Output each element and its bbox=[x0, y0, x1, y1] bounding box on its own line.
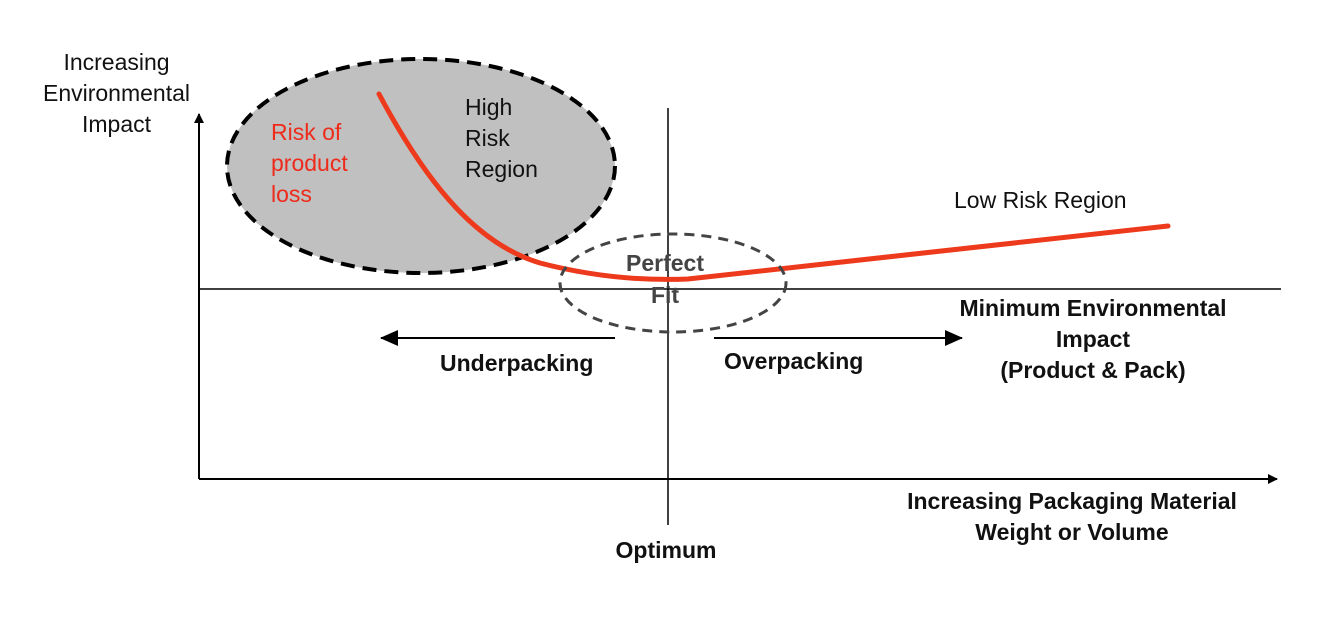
risk-label-line: product bbox=[271, 150, 348, 176]
minimum-impact-label-line: (Product & Pack) bbox=[1000, 357, 1186, 383]
minimum-impact-label-line: Impact bbox=[1055, 326, 1131, 352]
low-risk-region-label: Low Risk Region bbox=[954, 187, 1127, 213]
optimum-label: Optimum bbox=[615, 537, 717, 563]
high-risk-region-label: High Risk Region bbox=[465, 92, 538, 185]
risk-of-product-loss-label: Risk of product loss bbox=[271, 117, 348, 210]
x-axis-label-line: Weight or Volume bbox=[975, 519, 1169, 545]
overpacking-label: Overpacking bbox=[724, 348, 864, 374]
perfect-fit-label-line: Perfect bbox=[626, 250, 704, 276]
x-axis-label-line: Increasing Packaging Material bbox=[907, 488, 1237, 514]
minimum-impact-label-line: Minimum Environmental bbox=[959, 295, 1227, 321]
perfect-fit-ellipse bbox=[558, 232, 788, 334]
risk-label-line: Risk of bbox=[271, 119, 342, 145]
perfect-fit-label-line: Fit bbox=[650, 282, 680, 308]
y-axis-label-line: Environmental bbox=[42, 80, 191, 106]
x-axis-label: Increasing Packaging Material Weight or … bbox=[872, 486, 1272, 548]
risk-label-line: loss bbox=[271, 181, 312, 207]
minimum-impact-label: Minimum Environmental Impact (Product & … bbox=[943, 293, 1243, 386]
y-axis-label: Increasing Environmental Impact bbox=[14, 47, 219, 140]
y-axis-label-line: Impact bbox=[81, 111, 152, 137]
high-risk-label-line: High bbox=[465, 94, 513, 120]
perfect-fit-label: Perfect Fit bbox=[595, 247, 735, 311]
y-axis-label-line: Increasing bbox=[63, 49, 170, 75]
underpacking-label: Underpacking bbox=[440, 350, 594, 376]
high-risk-label-line: Risk bbox=[465, 125, 510, 151]
environmental-impact-curve bbox=[376, 91, 1171, 282]
high-risk-label-line: Region bbox=[465, 156, 538, 182]
